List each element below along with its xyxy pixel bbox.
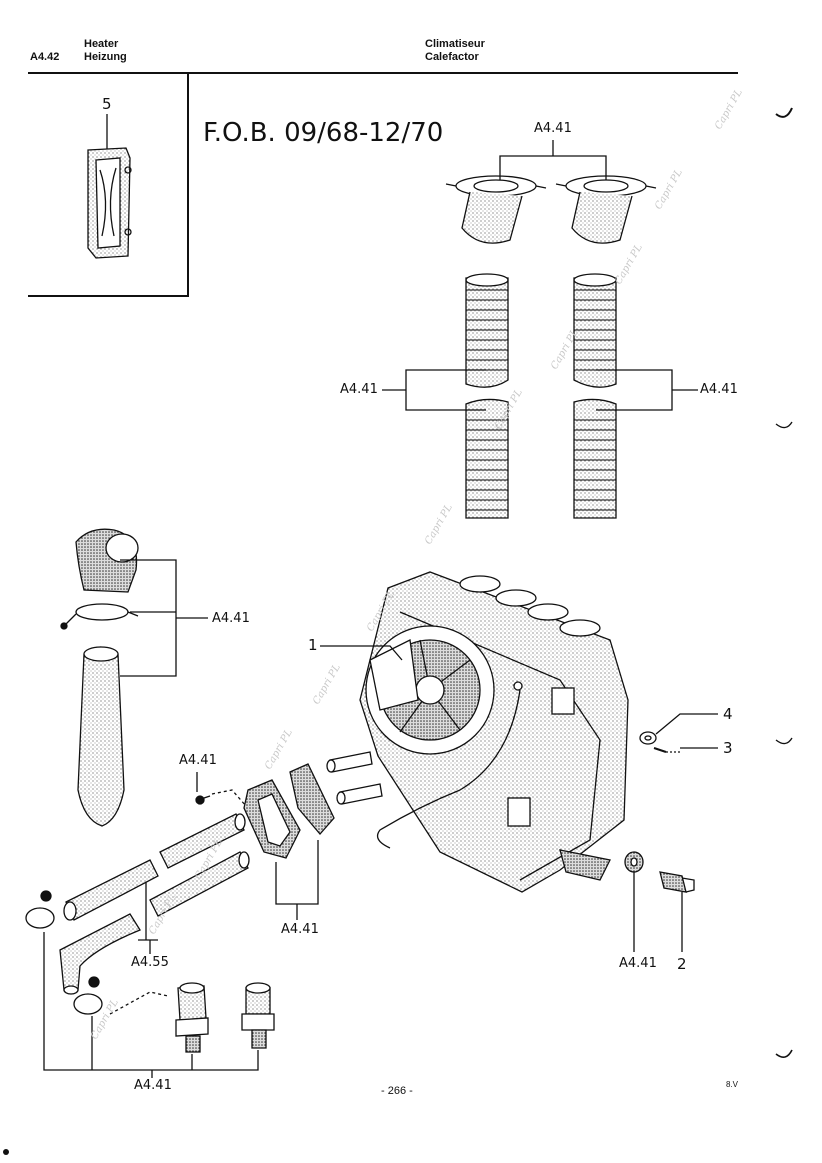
page-title: F.O.B. 09/68-12/70 [203,118,444,148]
watermark-text: Capri PL [713,87,745,131]
elbow-duct [75,528,139,593]
watermark-text: Capri PL [653,167,685,211]
callout-3: 3 [723,739,733,757]
header-rule [28,72,738,74]
watermark-text: Capri PL [311,662,343,706]
bolt-part-2 [659,871,695,952]
washer-part-4 [639,713,718,745]
callout-1: 1 [308,636,318,654]
temperature-switches [109,982,275,1053]
straight-duct [77,646,125,827]
flange-gasket [243,779,301,859]
ref-label-screw: A4.41 [179,753,217,768]
inset-right-border [187,73,189,297]
watermark-text: Capri PL [423,502,455,546]
heater-pipes [59,813,249,991]
page-code: 8.V [726,1080,739,1089]
inset-flap-part [87,114,132,259]
outlet-funnel-right [555,175,657,244]
ref-label-hose-right: A4.41 [700,382,738,397]
ref-label-washer: A4.41 [619,956,657,971]
pipe-clamps [25,890,103,1015]
outlet-funnel-left [445,175,547,244]
watermark-text: Capri PL [613,242,645,286]
screw-part-3 [653,747,718,753]
corrugated-hoses [465,277,617,519]
page-number: - 266 - [381,1085,413,1097]
header-french: Climatiseur [425,38,485,50]
header-english: Heater [84,38,119,50]
inset-callout-5: 5 [102,95,112,113]
ref-label-flanges: A4.41 [281,922,319,937]
heater-housing [359,571,629,893]
ref-label-pipes: A4.55 [131,955,169,970]
hose-clamp [60,603,139,630]
watermark-text: Capri PL [263,727,295,771]
ref-label-hose-left: A4.41 [340,382,378,397]
ref-label-elbow: A4.41 [212,611,250,626]
callout-2: 2 [677,955,687,973]
nut-washer [624,851,644,952]
header-spanish: Calefactor [425,51,479,63]
section-code: A4.42 [30,51,60,63]
callout-4: 4 [723,705,733,723]
header-german: Heizung [84,51,127,63]
ref-label-bottom: A4.41 [134,1078,172,1093]
inset-bottom-border [28,295,189,297]
flange-plate [289,763,335,835]
ref-label-top: A4.41 [534,121,572,136]
